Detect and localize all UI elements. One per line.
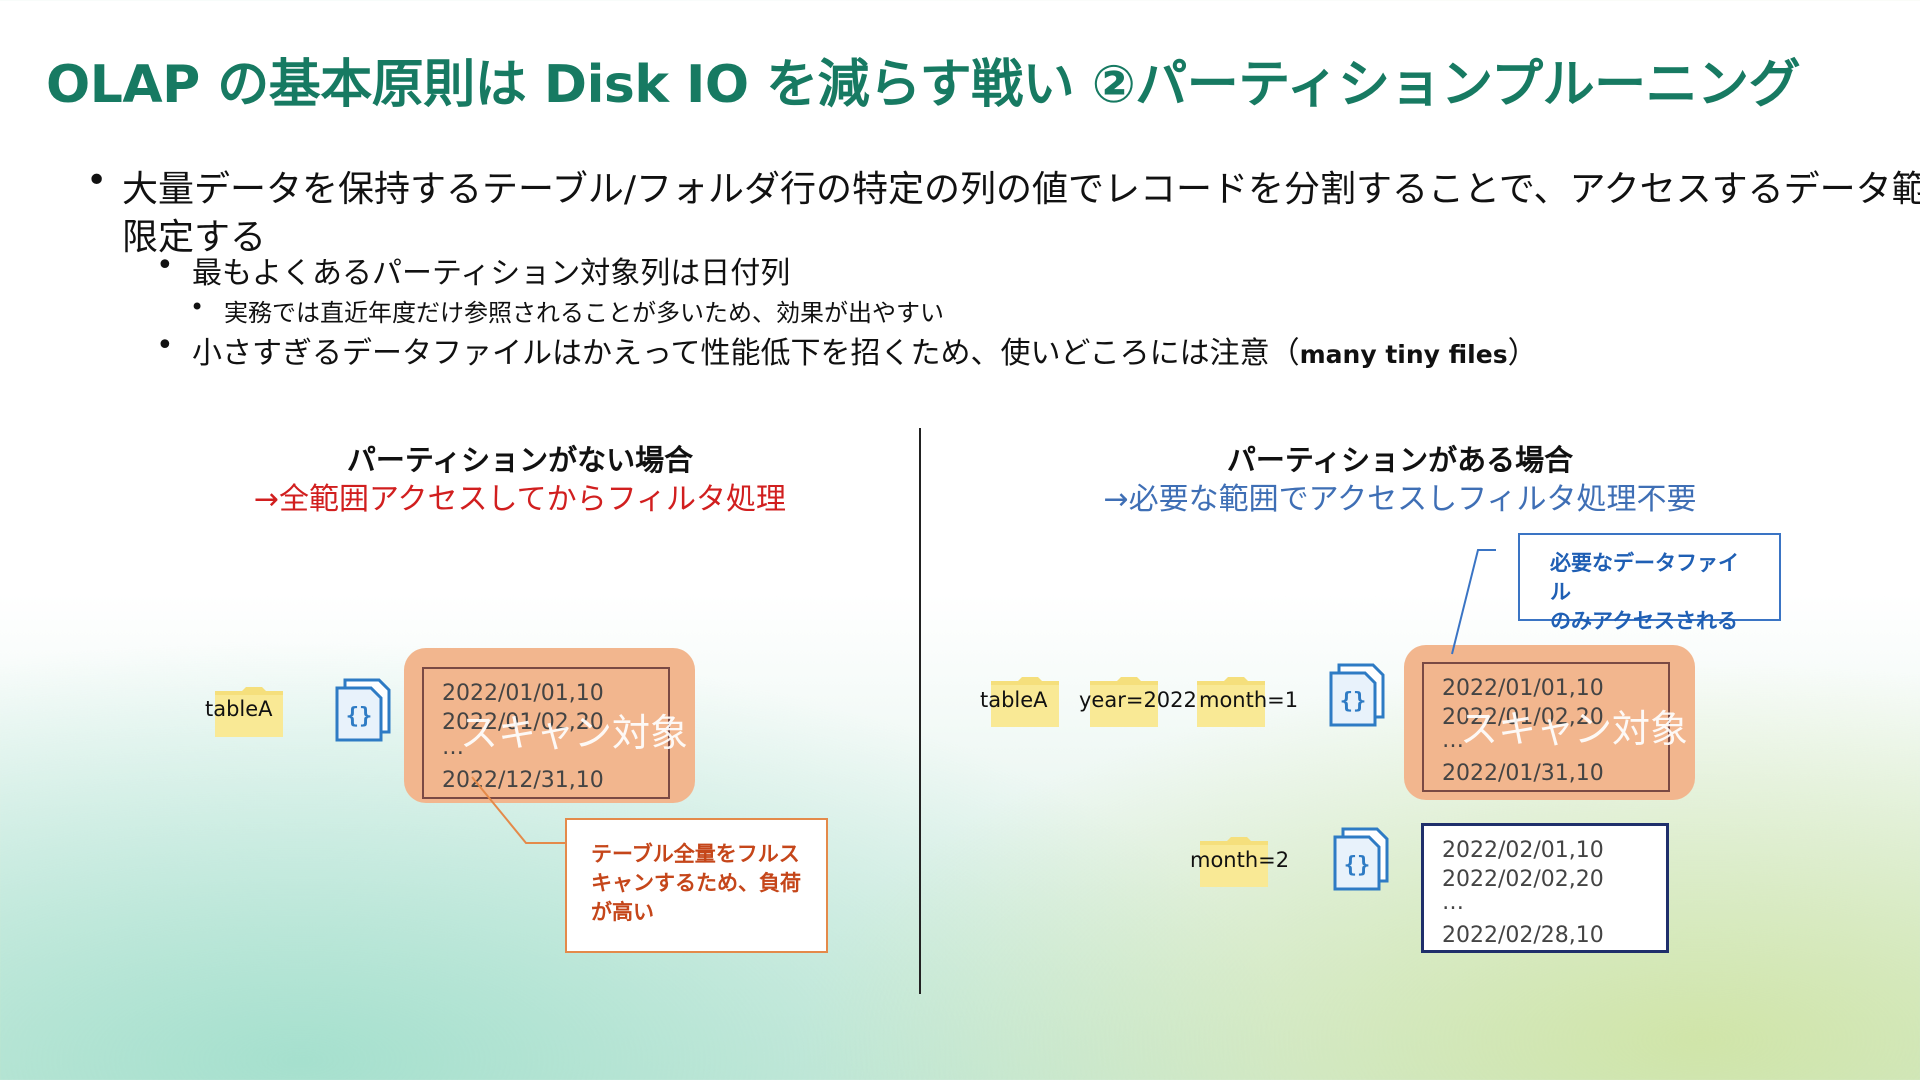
bullet-text: 最もよくあるパーティション対象列は日付列: [192, 256, 791, 291]
right-panel-subtitle: →必要な範囲でアクセスしフィルタ処理不要: [1103, 482, 1697, 517]
callout-line: 必要なデータファイル: [1550, 551, 1739, 604]
callout-line: キャンするため、負荷: [591, 871, 801, 895]
left-panel-title: パーティションがない場合: [346, 443, 694, 477]
folder-label-year: year=2022: [1079, 688, 1197, 712]
folder-label-month1: month=1: [1199, 688, 1299, 712]
svg-text:{}: {}: [1340, 689, 1367, 714]
scan-target-label: スキャン対象: [460, 711, 689, 755]
folder-label-table: tableA: [980, 688, 1048, 712]
folder-icon: [1090, 677, 1158, 727]
data-file-records-month2: 2022/02/01,10 2022/02/02,20 … 2022/02/28…: [1421, 823, 1669, 953]
callout-leader-line: [471, 776, 566, 844]
record-row: 2022/01/02,20: [1442, 705, 1604, 730]
panel-divider: [919, 428, 921, 994]
callout-line: のみアクセスされる: [1550, 609, 1738, 633]
bullet-recent-year: • 実務では直近年度だけ参照されることが多いため、効果が出やすい: [190, 293, 944, 328]
record-row: 2022/12/31,10: [442, 768, 604, 793]
full-scan-callout: テーブル全量をフルス キャンするため、負荷 が高い: [565, 818, 828, 953]
svg-text:{}: {}: [346, 704, 373, 729]
data-file-records-month1: 2022/01/01,10 2022/01/02,20 … 2022/01/31…: [1422, 662, 1670, 792]
record-ellipsis: …: [1442, 728, 1464, 753]
right-panel-title: パーティションがある場合: [1226, 443, 1574, 477]
bullet-dot: •: [86, 160, 108, 201]
record-row: 2022/02/02,20: [1442, 867, 1604, 892]
bullet-text-end: ）: [1507, 336, 1538, 371]
bullet-text: 実務では直近年度だけ参照されることが多いため、効果が出やすい: [224, 299, 944, 327]
json-file-icon: {}: [1329, 663, 1385, 727]
record-ellipsis: …: [442, 735, 464, 760]
bullet-tiny-files: • 小さすぎるデータファイルはかえって性能低下を招くため、使いどころには注意（m…: [156, 328, 1538, 372]
svg-text:{}: {}: [1344, 853, 1371, 878]
callout-line: テーブル全量をフルス: [591, 842, 800, 866]
partition-access-callout: 必要なデータファイル のみアクセスされる: [1518, 533, 1781, 633]
record-row: 2022/01/01,10: [442, 681, 604, 706]
record-row: 2022/01/31,10: [1442, 761, 1604, 786]
data-file-records: 2022/01/01,10 2022/01/02,20 … 2022/12/31…: [422, 667, 670, 799]
callout-line: が高い: [591, 900, 654, 924]
bullet-partition-definition: • 大量データを保持するテーブル/フォルダ行の特定の列の値でレコードを分割するこ…: [86, 160, 1920, 260]
scan-target-area: [404, 648, 695, 803]
bullet-date-column: • 最もよくあるパーティション対象列は日付列: [156, 248, 790, 292]
scan-target-label: スキャン対象: [1460, 707, 1689, 751]
folder-icon: [991, 677, 1059, 727]
left-panel-subtitle: →全範囲アクセスしてからフィルタ処理: [253, 482, 787, 517]
record-row: 2022/01/01,10: [1442, 676, 1604, 701]
bullet-text-line2: 限定する: [122, 217, 267, 258]
folder-icon: [1200, 837, 1268, 887]
bullet-dot: •: [190, 293, 205, 321]
json-file-icon: {}: [1333, 827, 1389, 891]
folder-icon: [1197, 677, 1265, 727]
folder-label-table: tableA: [205, 697, 273, 721]
folder-icon: [215, 687, 283, 737]
record-row: 2022/02/28,10: [1442, 923, 1604, 948]
scan-target-area: [1404, 645, 1695, 800]
folder-label-month2: month=2: [1190, 848, 1290, 872]
record-row: 2022/02/01,10: [1442, 838, 1604, 863]
record-row: 2022/01/02,20: [442, 710, 604, 735]
page-title: OLAP の基本原則は Disk IO を減らす戦い ②パーティションプルーニン…: [46, 55, 1801, 115]
record-ellipsis: …: [1442, 890, 1464, 915]
json-file-icon: {}: [335, 678, 391, 742]
bullet-dot: •: [156, 248, 174, 283]
bullet-dot: •: [156, 328, 174, 363]
bullet-text: 小さすぎるデータファイルはかえって性能低下を招くため、使いどころには注意（: [192, 336, 1300, 371]
callout-leader-line: [1451, 549, 1496, 655]
bullet-text-group: 小さすぎるデータファイルはかえって性能低下を招くため、使いどころには注意（man…: [192, 328, 1538, 372]
bullet-text-emphasis: many tiny files: [1299, 340, 1508, 369]
bullet-text-line1: 大量データを保持するテーブル/フォルダ行の特定の列の値でレコードを分割することで…: [122, 169, 1920, 210]
